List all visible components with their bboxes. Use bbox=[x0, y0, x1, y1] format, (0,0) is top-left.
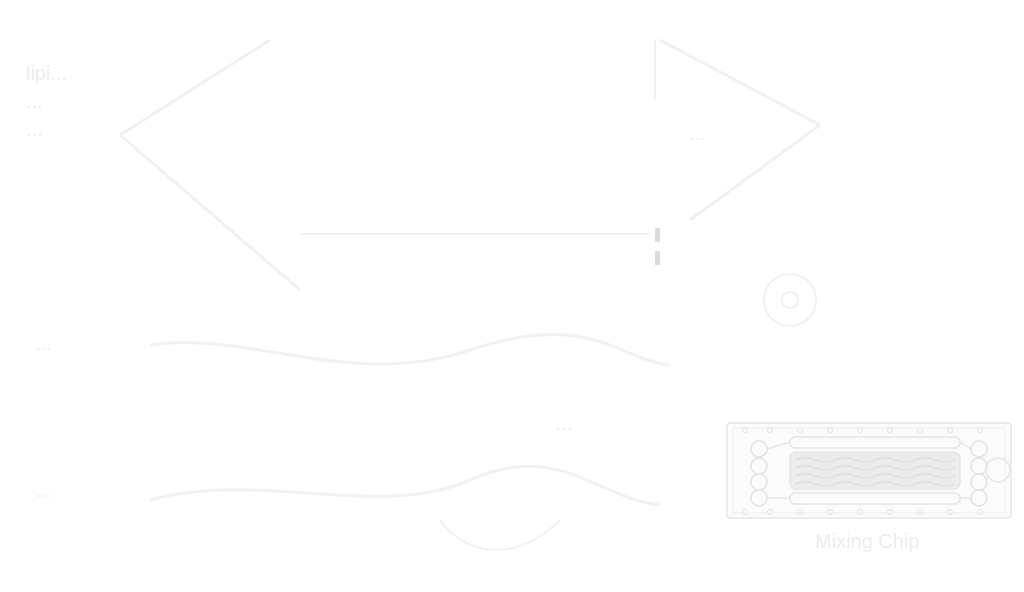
molecule-icon bbox=[763, 273, 817, 327]
mid-left-label: ... bbox=[36, 334, 51, 354]
chip-channels bbox=[766, 436, 972, 505]
right-mid-label: ... bbox=[555, 410, 573, 435]
lipid-label-line-1: lipi... bbox=[26, 63, 67, 85]
lipid-label-line-2: ... bbox=[26, 91, 43, 113]
center-marker bbox=[655, 228, 660, 265]
tubing-curves bbox=[149, 333, 671, 551]
mixing-chip bbox=[726, 422, 1012, 519]
right-connector-lines bbox=[654, 38, 821, 222]
chip-outlets-right bbox=[970, 440, 1011, 507]
bottom-left-label: ... bbox=[36, 481, 51, 501]
lipid-label-line-3: ... bbox=[26, 119, 43, 141]
chip-caption: Mixing Chip bbox=[815, 531, 919, 553]
left-connector-lines bbox=[119, 38, 301, 292]
chip-mount-holes bbox=[742, 427, 983, 515]
right-top-label: ... bbox=[690, 124, 705, 144]
